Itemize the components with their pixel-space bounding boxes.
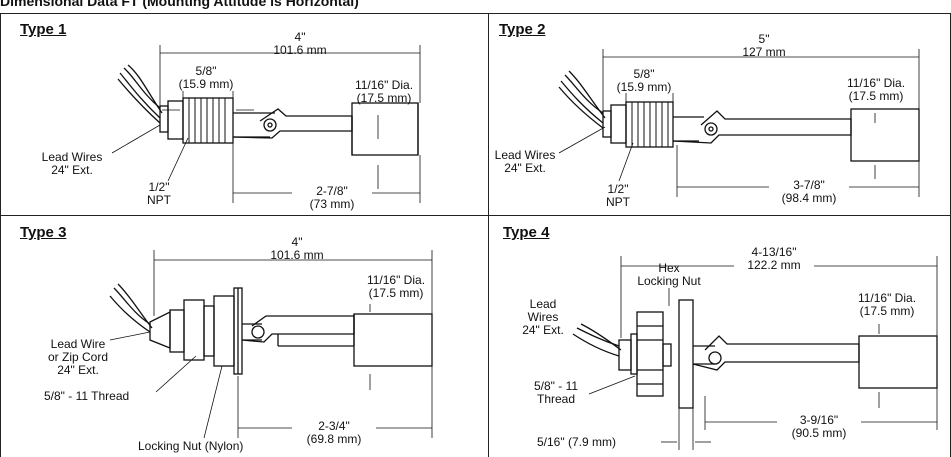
diameter-label: 11/16" Dia.(17.5 mm): [366, 273, 426, 300]
overall-length-label: 4"101.6 mm: [270, 235, 324, 262]
thread-length-label: 5/8"(15.9 mm): [616, 67, 672, 94]
stem-length-label: 3-9/16"(90.5 mm): [777, 414, 861, 440]
switch-drawing-type-3: [109, 250, 433, 439]
stem-length-label: 2-7/8"(73 mm): [292, 185, 372, 211]
overall-length-label: 4"101.6 mm: [273, 30, 327, 57]
panel-type-1: Type 1: [0, 13, 488, 215]
panel-title: Type 1: [20, 21, 67, 38]
panel-type-3: Type 3: [0, 216, 488, 457]
overall-length-label: 4-13/16"122.2 mm: [734, 246, 814, 272]
npt-label: 1/2"NPT: [606, 182, 630, 209]
overall-length-label: 5"127 mm: [742, 32, 786, 59]
switch-drawing-type-2: [558, 49, 920, 197]
panel-title: Type 2: [499, 21, 546, 38]
flange-width-label: 5/16" (7.9 mm): [537, 435, 616, 449]
panel-title: Type 4: [503, 224, 550, 241]
stem-length-label: 3-7/8"(98.4 mm): [769, 179, 849, 205]
locking-nut-label: Locking Nut (Nylon): [138, 439, 244, 453]
panel-type-4: Type 4: [489, 216, 950, 457]
diagram-grid: Type 1: [0, 13, 951, 457]
top-border: [0, 13, 951, 14]
switch-drawing-type-1: [111, 45, 421, 203]
npt-label: 1/2"NPT: [147, 180, 171, 207]
stem-length-label: 2-3/4"(69.8 mm): [292, 420, 376, 446]
diameter-label: 11/16" Dia.(17.5 mm): [846, 76, 906, 103]
panel-type-2: Type 2: [489, 13, 950, 215]
page-header: Dimensional Data FT (Mounting Attitude i…: [0, 0, 359, 9]
diameter-label: 11/16" Dia.(17.5 mm): [857, 291, 917, 318]
middle-divider: [0, 215, 951, 216]
left-border: [0, 13, 1, 457]
center-divider: [488, 13, 489, 457]
thread-label: 5/8" - 11 Thread: [44, 389, 130, 403]
switch-drawing-type-4: [572, 256, 938, 450]
diameter-label: 11/16" Dia.(17.5 mm): [354, 78, 414, 105]
thread-length-label: 5/8"(15.9 mm): [178, 64, 234, 91]
panel-title: Type 3: [20, 224, 67, 241]
